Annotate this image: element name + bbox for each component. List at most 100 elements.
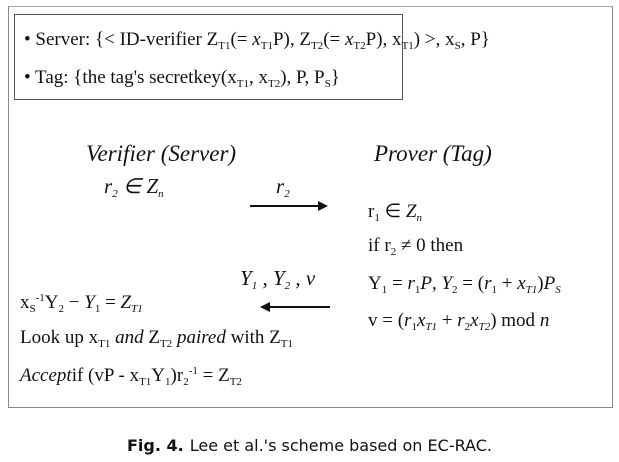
math-fragment: ) mod <box>490 310 540 331</box>
math-fragment: Y <box>441 273 453 294</box>
math-fragment: 1 <box>94 303 101 315</box>
math-fragment: x <box>470 310 479 331</box>
math-fragment: Y <box>84 292 95 313</box>
math-fragment: = Z <box>197 365 230 386</box>
caption-text: Lee et al.'s scheme based on EC-RAC. <box>189 436 492 455</box>
math-fragment: S <box>454 40 461 52</box>
verifier-title: Verifier (Server) <box>86 141 237 166</box>
tag-setup-line: • Tag: {the tag's secretkey(xT1, xT2), P… <box>24 68 340 90</box>
math-fragment: )r <box>170 365 184 386</box>
math-fragment: Y <box>240 266 252 290</box>
math-fragment: T1 <box>98 338 111 350</box>
math-fragment: ), P, P <box>280 67 325 88</box>
message2-label: Y1 , Y2 , v <box>240 268 315 292</box>
math-fragment: x <box>416 310 426 331</box>
math-fragment: P <box>543 273 556 294</box>
math-fragment: n <box>158 188 164 200</box>
math-fragment: , v <box>290 266 316 290</box>
math-fragment: n <box>539 310 550 331</box>
math-fragment: v = ( <box>368 310 405 331</box>
math-fragment: x <box>252 29 261 50</box>
math-fragment: x <box>517 273 526 294</box>
math-fragment: T1 <box>131 303 143 315</box>
math-fragment: 2 <box>112 188 118 200</box>
math-fragment: (= <box>230 29 253 50</box>
math-fragment: Z <box>120 292 132 313</box>
math-fragment: r <box>276 174 285 198</box>
math-fragment: with Z <box>225 327 281 348</box>
arrow-left-icon <box>260 302 330 312</box>
math-fragment: paired <box>172 327 226 348</box>
math-fragment: , <box>431 273 442 294</box>
math-fragment: 1 <box>165 376 171 388</box>
math-fragment: , P} <box>460 29 490 50</box>
verifier-step: xS-1Y2 − Y1 = ZT1 <box>20 293 143 315</box>
math-fragment: 2 <box>452 284 458 296</box>
math-fragment: Z <box>148 327 160 348</box>
math-fragment: , x <box>248 67 268 88</box>
prover-step: v = (r1xT1 + r2xT2) mod n <box>368 311 549 333</box>
math-fragment: = <box>100 292 121 313</box>
math-fragment: T2 <box>478 321 491 333</box>
math-fragment: 1 <box>251 280 258 292</box>
math-fragment: Y <box>151 365 166 386</box>
math-fragment: x <box>344 29 354 50</box>
figure-frame <box>8 6 613 408</box>
prover-step: Y1 = r1P, Y2 = (r1 + xT1)PS <box>368 274 561 296</box>
math-fragment: = ( <box>457 273 485 294</box>
math-fragment: T1 <box>236 78 249 90</box>
math-fragment: S <box>324 78 331 90</box>
math-fragment: r <box>407 273 415 294</box>
math-fragment: T1 <box>260 40 273 52</box>
math-fragment: 2 <box>284 188 290 200</box>
math-fragment: Z <box>405 201 417 222</box>
math-fragment: r <box>404 310 412 331</box>
math-fragment: 2 <box>464 321 471 333</box>
math-fragment: , <box>257 266 273 290</box>
verifier-step: Acceptif (vP - xT1Y1)r2-1 = ZT2 <box>20 366 242 388</box>
math-fragment: 1 <box>414 284 421 296</box>
math-fragment: and <box>110 327 149 348</box>
verifier-step: Look up xT1 and ZT2 paired with ZT1 <box>20 328 293 350</box>
math-fragment: T1 <box>139 376 152 388</box>
math-fragment: T2 <box>353 40 366 52</box>
server-setup-line: • Server: {< ID-verifier ZT1(= xT1P), ZT… <box>24 30 490 52</box>
math-fragment: P), x <box>365 29 402 50</box>
math-fragment: + <box>437 310 458 331</box>
math-fragment: T2 <box>310 40 324 52</box>
math-fragment: + <box>497 273 518 294</box>
math-fragment: Y <box>272 266 285 290</box>
math-fragment: Y <box>44 292 59 313</box>
math-fragment: ) >, x <box>413 29 455 50</box>
math-fragment: • Tag: {the tag's secretkey(x <box>24 67 237 88</box>
prover-title: Prover (Tag) <box>374 141 492 166</box>
caption-label: Fig. 4. <box>127 436 184 455</box>
setup-box <box>14 14 403 100</box>
math-fragment: S <box>29 303 36 315</box>
prover-step: r1 ∈ Zn <box>368 202 422 224</box>
math-fragment: 1 <box>411 321 417 333</box>
math-fragment: • Server: {< ID-verifier Z <box>24 29 219 50</box>
math-fragment: T2 <box>267 78 281 90</box>
math-fragment: P), Z <box>272 29 311 50</box>
math-fragment: -1 <box>35 292 45 304</box>
math-fragment: r <box>368 201 375 222</box>
math-fragment: T2 <box>159 338 173 350</box>
math-fragment: x <box>20 292 30 313</box>
math-fragment: 2 <box>58 303 65 315</box>
math-fragment: T1 <box>425 321 438 333</box>
math-fragment: Look up x <box>20 327 99 348</box>
math-fragment: Y <box>368 273 382 294</box>
math-fragment: P <box>420 273 432 294</box>
math-fragment: r <box>457 310 465 331</box>
math-fragment: n <box>416 212 422 224</box>
math-fragment: ) <box>537 273 544 294</box>
math-fragment: ≠ 0 then <box>396 235 464 256</box>
math-fragment: T1 <box>280 338 293 350</box>
math-fragment: = <box>387 273 408 294</box>
math-fragment: r <box>104 174 113 198</box>
math-fragment: − <box>64 292 85 313</box>
math-fragment: 1 <box>374 212 380 224</box>
math-fragment: 2 <box>390 246 397 258</box>
